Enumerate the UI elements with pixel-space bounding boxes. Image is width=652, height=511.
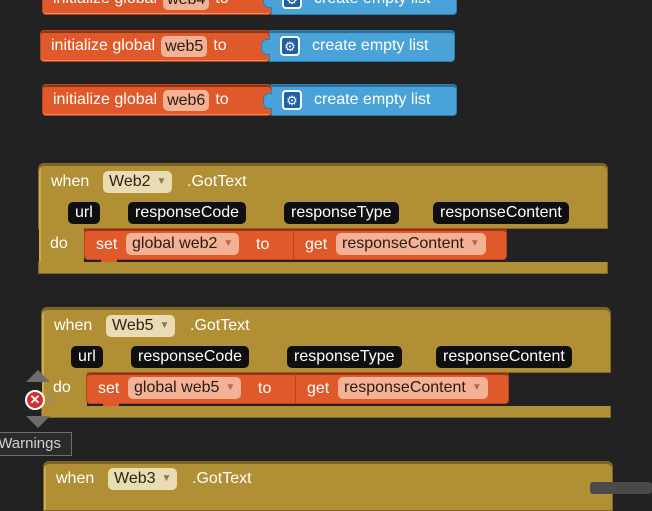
when-web3-gottext-block[interactable]: when Web3 ▼ .GotText (43, 461, 613, 511)
init-keyword: initialize global (53, 0, 157, 8)
error-icon[interactable]: ✕ (25, 390, 45, 410)
horizontal-scrollbar[interactable] (590, 482, 652, 494)
component-dropdown[interactable]: Web3 ▼ (108, 468, 178, 490)
set-global-web2-block[interactable]: set global web2 ▼ to (84, 228, 294, 266)
event-bottom-bar (41, 406, 611, 418)
list-connector (263, 93, 272, 109)
event-name: .GotText (192, 470, 252, 487)
to-keyword: to (215, 0, 228, 8)
create-empty-list-block[interactable]: ⚙ create empty list (261, 30, 455, 62)
to-keyword: to (215, 91, 229, 108)
list-connector (263, 0, 272, 8)
chevron-down-icon: ▼ (223, 238, 234, 249)
do-keyword: do (50, 235, 68, 252)
param-responseCode[interactable]: responseCode (128, 202, 247, 224)
init-keyword: initialize global (53, 91, 158, 108)
when-keyword: when (54, 317, 93, 334)
event-bottom-bar (38, 262, 608, 274)
component-name: Web2 (109, 173, 151, 191)
get-keyword: get (305, 236, 328, 253)
get-variable-name: responseContent (344, 379, 466, 397)
event-name: .GotText (187, 173, 247, 190)
init-global-web6-block[interactable]: initialize global web6 to ⚙ create empty… (42, 84, 457, 116)
chevron-down-icon: ▼ (471, 382, 482, 393)
component-dropdown[interactable]: Web2 ▼ (103, 171, 173, 193)
warning-count: 0 (48, 392, 56, 407)
component-name: Web3 (114, 470, 156, 488)
create-list-label: create empty list (314, 91, 431, 108)
list-connector (261, 39, 270, 55)
next-warning-arrow[interactable] (26, 416, 50, 428)
set-variable-name: global web5 (134, 379, 220, 397)
get-variable-dropdown[interactable]: responseContent ▼ (338, 377, 488, 399)
param-url[interactable]: url (68, 202, 100, 224)
when-web2-gottext-block[interactable]: when Web2 ▼ .GotText url responseCode res… (38, 163, 608, 229)
chevron-down-icon: ▼ (161, 473, 172, 484)
set-variable-dropdown[interactable]: global web5 ▼ (128, 377, 242, 399)
when-keyword: when (51, 173, 90, 190)
param-responseContent[interactable]: responseContent (433, 202, 569, 224)
create-empty-list-block[interactable]: ⚙ create empty list (263, 84, 457, 116)
gear-icon[interactable]: ⚙ (282, 0, 302, 9)
warnings-toggle-button[interactable]: Warnings (0, 432, 72, 456)
var-name-field[interactable]: web4 (163, 0, 210, 10)
set-global-web5-block[interactable]: set global web5 ▼ to (86, 372, 296, 410)
when-keyword: when (56, 470, 95, 487)
init-keyword: initialize global (51, 37, 156, 54)
create-list-label: create empty list (314, 0, 430, 8)
init-global-web5-block[interactable]: initialize global web5 to ⚙ create empty… (40, 30, 455, 62)
set-variable-name: global web2 (132, 235, 218, 253)
create-empty-list-block[interactable]: ⚙ create empty list (263, 0, 457, 15)
param-responseType[interactable]: responseType (287, 346, 402, 368)
create-list-label: create empty list (312, 37, 429, 54)
previous-warning-arrow[interactable] (26, 370, 50, 382)
do-keyword: do (53, 379, 71, 396)
var-name-field[interactable]: web6 (163, 89, 210, 111)
get-variable-name: responseContent (342, 235, 464, 253)
to-keyword: to (256, 236, 270, 253)
var-name-field[interactable]: web5 (161, 35, 208, 57)
set-keyword: set (96, 236, 118, 253)
chevron-down-icon: ▼ (225, 382, 236, 393)
chevron-down-icon: ▼ (469, 238, 480, 249)
chevron-down-icon: ▼ (156, 176, 167, 187)
when-web5-gottext-block[interactable]: when Web5 ▼ .GotText url responseCode res… (41, 307, 611, 373)
param-url[interactable]: url (71, 346, 103, 368)
gear-icon[interactable]: ⚙ (282, 90, 302, 110)
get-responseContent-block[interactable]: get responseContent ▼ (295, 372, 509, 404)
param-responseCode[interactable]: responseCode (131, 346, 250, 368)
component-name: Web5 (112, 317, 154, 335)
param-responseType[interactable]: responseType (284, 202, 399, 224)
get-variable-dropdown[interactable]: responseContent ▼ (336, 233, 486, 255)
init-global-web4-block[interactable]: initialize global web4 to ⚙ create empty… (42, 0, 457, 15)
gear-icon[interactable]: ⚙ (280, 36, 300, 56)
set-variable-dropdown[interactable]: global web2 ▼ (126, 233, 240, 255)
get-responseContent-block[interactable]: get responseContent ▼ (293, 228, 507, 260)
set-keyword: set (98, 380, 120, 397)
param-responseContent[interactable]: responseContent (436, 346, 572, 368)
event-name: .GotText (190, 317, 250, 334)
get-keyword: get (307, 380, 330, 397)
component-dropdown[interactable]: Web5 ▼ (106, 315, 176, 337)
to-keyword: to (258, 380, 272, 397)
chevron-down-icon: ▼ (159, 320, 170, 331)
to-keyword: to (213, 37, 227, 54)
event-do-section (39, 228, 84, 266)
